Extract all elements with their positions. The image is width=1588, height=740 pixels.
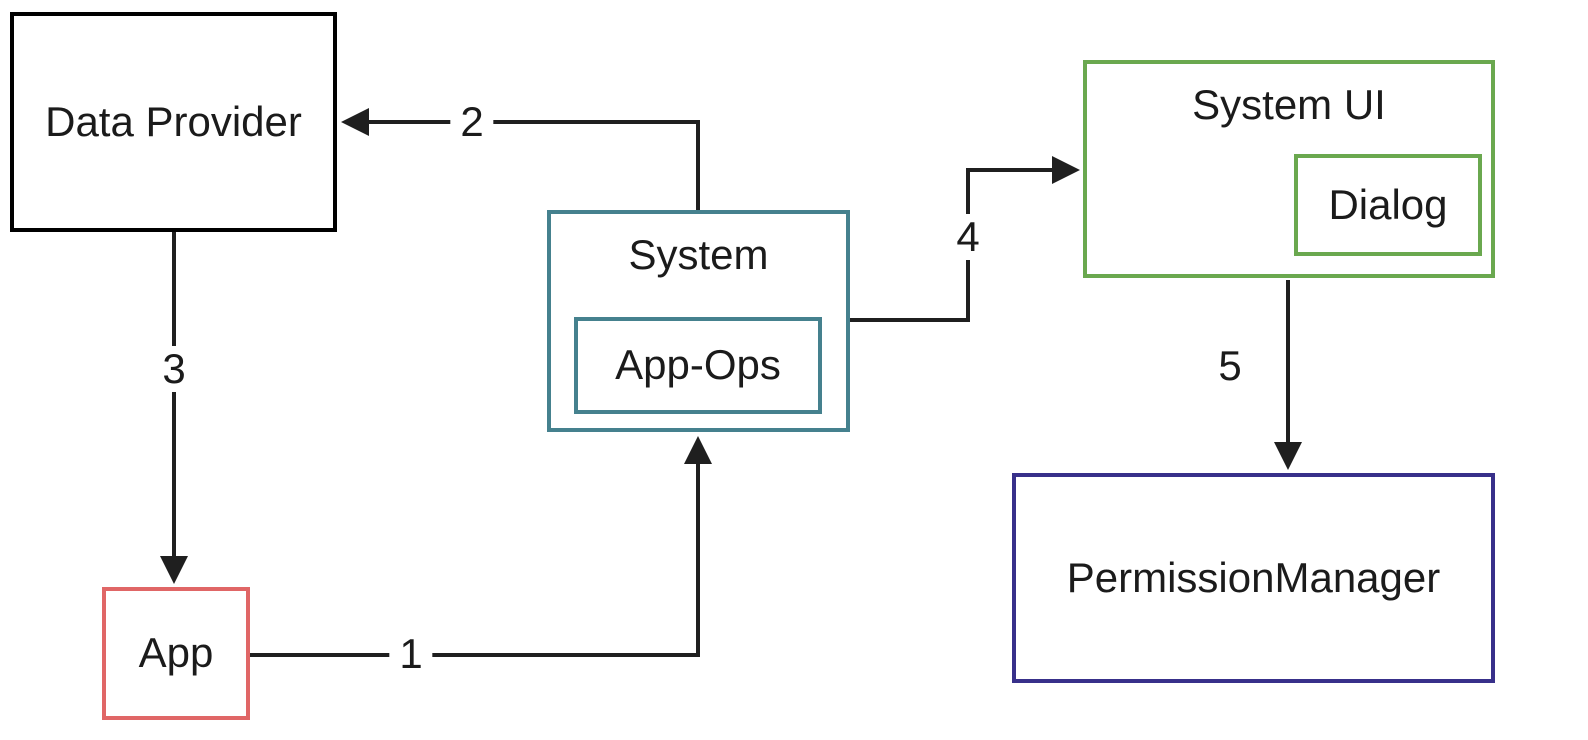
node-app-ops-label: App-Ops xyxy=(615,341,781,389)
node-permission-manager-label: PermissionManager xyxy=(1066,553,1441,601)
node-dialog: Dialog xyxy=(1294,154,1482,256)
node-system-ui-label: System UI xyxy=(1192,81,1386,128)
arrow-1-app-to-system xyxy=(250,436,712,657)
node-app-label: App xyxy=(138,629,214,677)
node-data-provider: Data Provider xyxy=(10,12,337,232)
node-dialog-label: Dialog xyxy=(1328,180,1448,228)
edge-label-5: 5 xyxy=(1208,343,1252,389)
edge-label-2: 2 xyxy=(450,99,494,145)
node-app: App xyxy=(102,587,250,720)
edge-label-1: 1 xyxy=(389,631,433,677)
node-system: System App-Ops xyxy=(547,210,850,432)
arrow-2-system-to-data-provider xyxy=(341,108,700,210)
node-permission-manager: PermissionManager xyxy=(1012,473,1495,683)
node-data-provider-label: Data Provider xyxy=(45,97,302,145)
node-app-ops: App-Ops xyxy=(574,317,822,414)
node-system-ui: System UI Dialog xyxy=(1083,60,1495,278)
node-system-label: System xyxy=(628,231,769,278)
edge-label-4: 4 xyxy=(946,214,990,260)
edge-label-3: 3 xyxy=(152,346,196,392)
